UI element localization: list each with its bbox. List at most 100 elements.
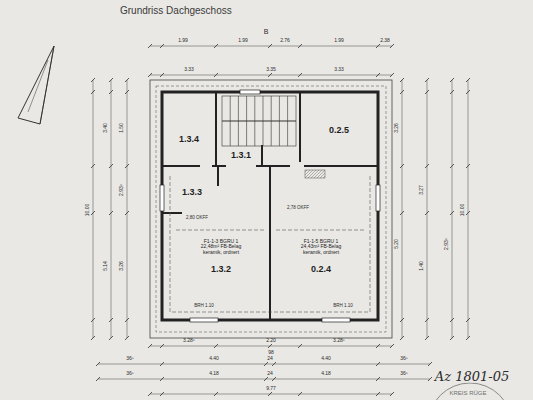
dimension-tick [160, 44, 164, 48]
dimension-tick [400, 90, 404, 94]
dimension-tick [428, 377, 432, 381]
dimension-text: 5.20 [394, 238, 399, 250]
stair-tread [246, 96, 247, 146]
roof-outline [150, 80, 392, 338]
file-number: Az 1801-05 [434, 370, 510, 383]
dimension-text: 3.28⁵ [332, 338, 346, 343]
dimension-tick [160, 377, 164, 381]
dimension-tick [425, 78, 429, 82]
dimension-text: 5.14 [103, 260, 108, 272]
dimension-tick [148, 392, 152, 396]
dimension-text: 3.26 [394, 122, 399, 134]
dimension-tick [376, 362, 380, 366]
dimension-tick [450, 336, 454, 340]
dimension-text: 24 [266, 371, 274, 376]
chimney [305, 170, 325, 178]
dimension-tick [466, 164, 470, 168]
dimension-tick [125, 318, 129, 322]
room-info: F1-1-3 BGRU 1 22,48m² FB-Belag keramik, … [198, 239, 244, 256]
dimension-tick [450, 164, 454, 168]
stair-tread [254, 96, 255, 146]
dimension-tick [109, 318, 113, 322]
dimension-tick [376, 73, 380, 77]
dimension-tick [148, 73, 152, 77]
window [160, 90, 380, 322]
dimension-tick [425, 164, 429, 168]
dimension-tick [428, 362, 432, 366]
dimension-tick [466, 336, 470, 340]
dimension-text: 2.93⁵ [444, 237, 449, 251]
dimension-tick [376, 392, 380, 396]
dimension-tick [214, 392, 218, 396]
dimension-tick [91, 164, 95, 168]
dimension-tick [109, 336, 113, 340]
dimension-text: 3.26 [119, 260, 124, 272]
dimension-tick [466, 318, 470, 322]
dimension-text: 98 [267, 350, 275, 355]
room-info: F1-1-5 BGRU 1 24,43m² FB-Belag keramik, … [298, 239, 344, 256]
dimension-text: 2,78 OKFF [286, 206, 310, 211]
staircase [222, 96, 296, 146]
north-arrow [18, 46, 54, 124]
dimension-text: 24 [266, 356, 274, 361]
dimension-text: 36⁵ [125, 356, 135, 361]
inner-walls [162, 92, 378, 320]
room-area: F1-1-3 BGRU 1 22,48m² FB-Belag keramik, … [176, 222, 266, 292]
dimension-text: 4.40 [320, 356, 332, 361]
dimension-tick [298, 392, 302, 396]
dimension-tick [450, 90, 454, 94]
dimension-text: 1.99 [237, 38, 249, 43]
dimension-text: 3.35 [265, 67, 277, 72]
dimension-tick [125, 336, 129, 340]
dimension-tick [125, 78, 129, 82]
dimension-text: 2.38 [379, 38, 391, 43]
dimension-tick [91, 318, 95, 322]
dimension-line [91, 44, 470, 396]
dimension-tick [91, 336, 95, 340]
dimension-text: 1.50 [119, 122, 124, 134]
dimension-tick [376, 344, 380, 348]
dimension-tick [450, 78, 454, 82]
room-number: 0.2.5 [329, 126, 349, 136]
dimension-tick [390, 73, 394, 77]
dimension-text: 3.40 [103, 122, 108, 134]
dimension-tick [272, 377, 276, 381]
dimension-text: 3.27 [419, 184, 424, 196]
dimension-text: 36⁵ [125, 371, 135, 376]
dimension-text: 10.00 [85, 203, 90, 218]
room-number: 1.3.2 [211, 265, 231, 275]
stair-tread [271, 96, 272, 146]
room-area: 0.2.5 [304, 106, 374, 156]
dimension-text: 1.99 [177, 38, 189, 43]
dimension-tick [425, 318, 429, 322]
dimension-tick [160, 362, 164, 366]
dimension-tick [425, 211, 429, 215]
room-area: 1.3.3 [170, 176, 214, 210]
dimension-tick [264, 377, 268, 381]
dimension-tick [160, 392, 164, 396]
stair-tread [279, 96, 280, 146]
dimension-tick [466, 90, 470, 94]
section-mark: B [263, 28, 270, 35]
dimension-tick [376, 44, 380, 48]
dimension-text: 3.33 [183, 67, 195, 72]
room-area: 1.3.1 [222, 148, 260, 164]
dimension-text: 3.33 [333, 67, 345, 72]
dimension-tick [268, 73, 272, 77]
drawing-title: Grundriss Dachgeschoss [120, 6, 232, 16]
dimension-tick [376, 377, 380, 381]
dimension-tick [125, 90, 129, 94]
dimension-tick [450, 211, 454, 215]
dimension-text: 2.93⁵ [119, 183, 124, 197]
room-number: 1.3.3 [182, 188, 202, 198]
dimension-tick [96, 377, 100, 381]
knee-wall-line [170, 176, 370, 312]
dimension-tick [425, 336, 429, 340]
dimension-text: 2,80 OKFF [185, 216, 209, 221]
dimension-tick [268, 392, 272, 396]
dimension-text: 1.40 [419, 260, 424, 272]
dimension-tick [298, 344, 302, 348]
dimension-text: 4.18 [320, 371, 332, 376]
dimension-text: 4.40 [208, 356, 220, 361]
